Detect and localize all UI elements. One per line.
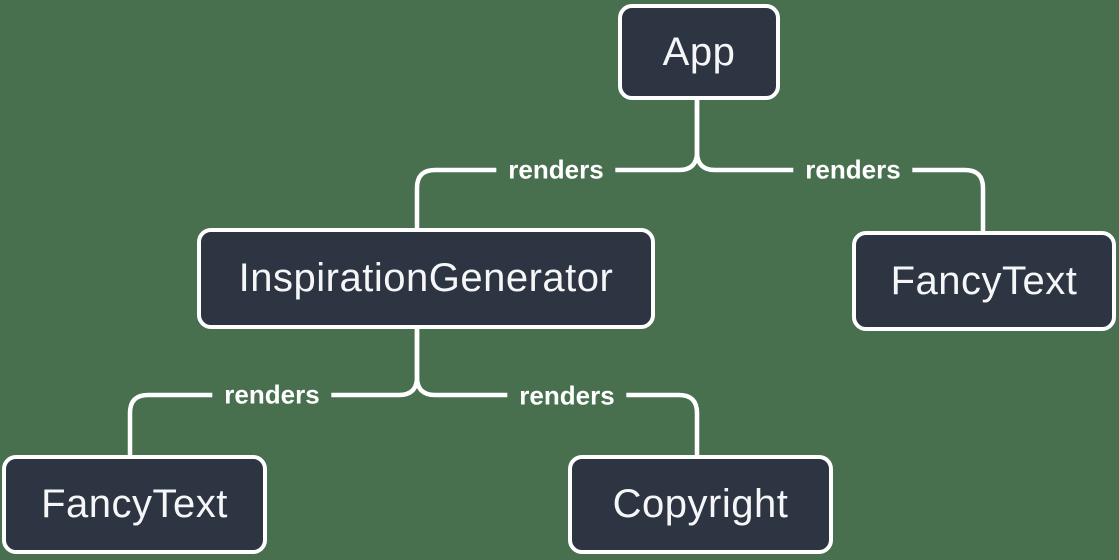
renders-label-inspirationgenerator-copyright: renders [507,378,627,414]
renders-label-inspirationgenerator-fancytext: renders [212,377,332,413]
copyright-node: Copyright [568,455,833,554]
app-node: App [618,4,780,100]
inspiration-generator-node: InspirationGenerator [197,228,655,329]
renders-label-app-inspirationgenerator: renders [496,152,616,188]
fancy-text-node-bottom: FancyText [2,455,267,554]
renders-label-app-fancytext: renders [793,152,913,188]
fancy-text-node-top: FancyText [852,231,1116,331]
